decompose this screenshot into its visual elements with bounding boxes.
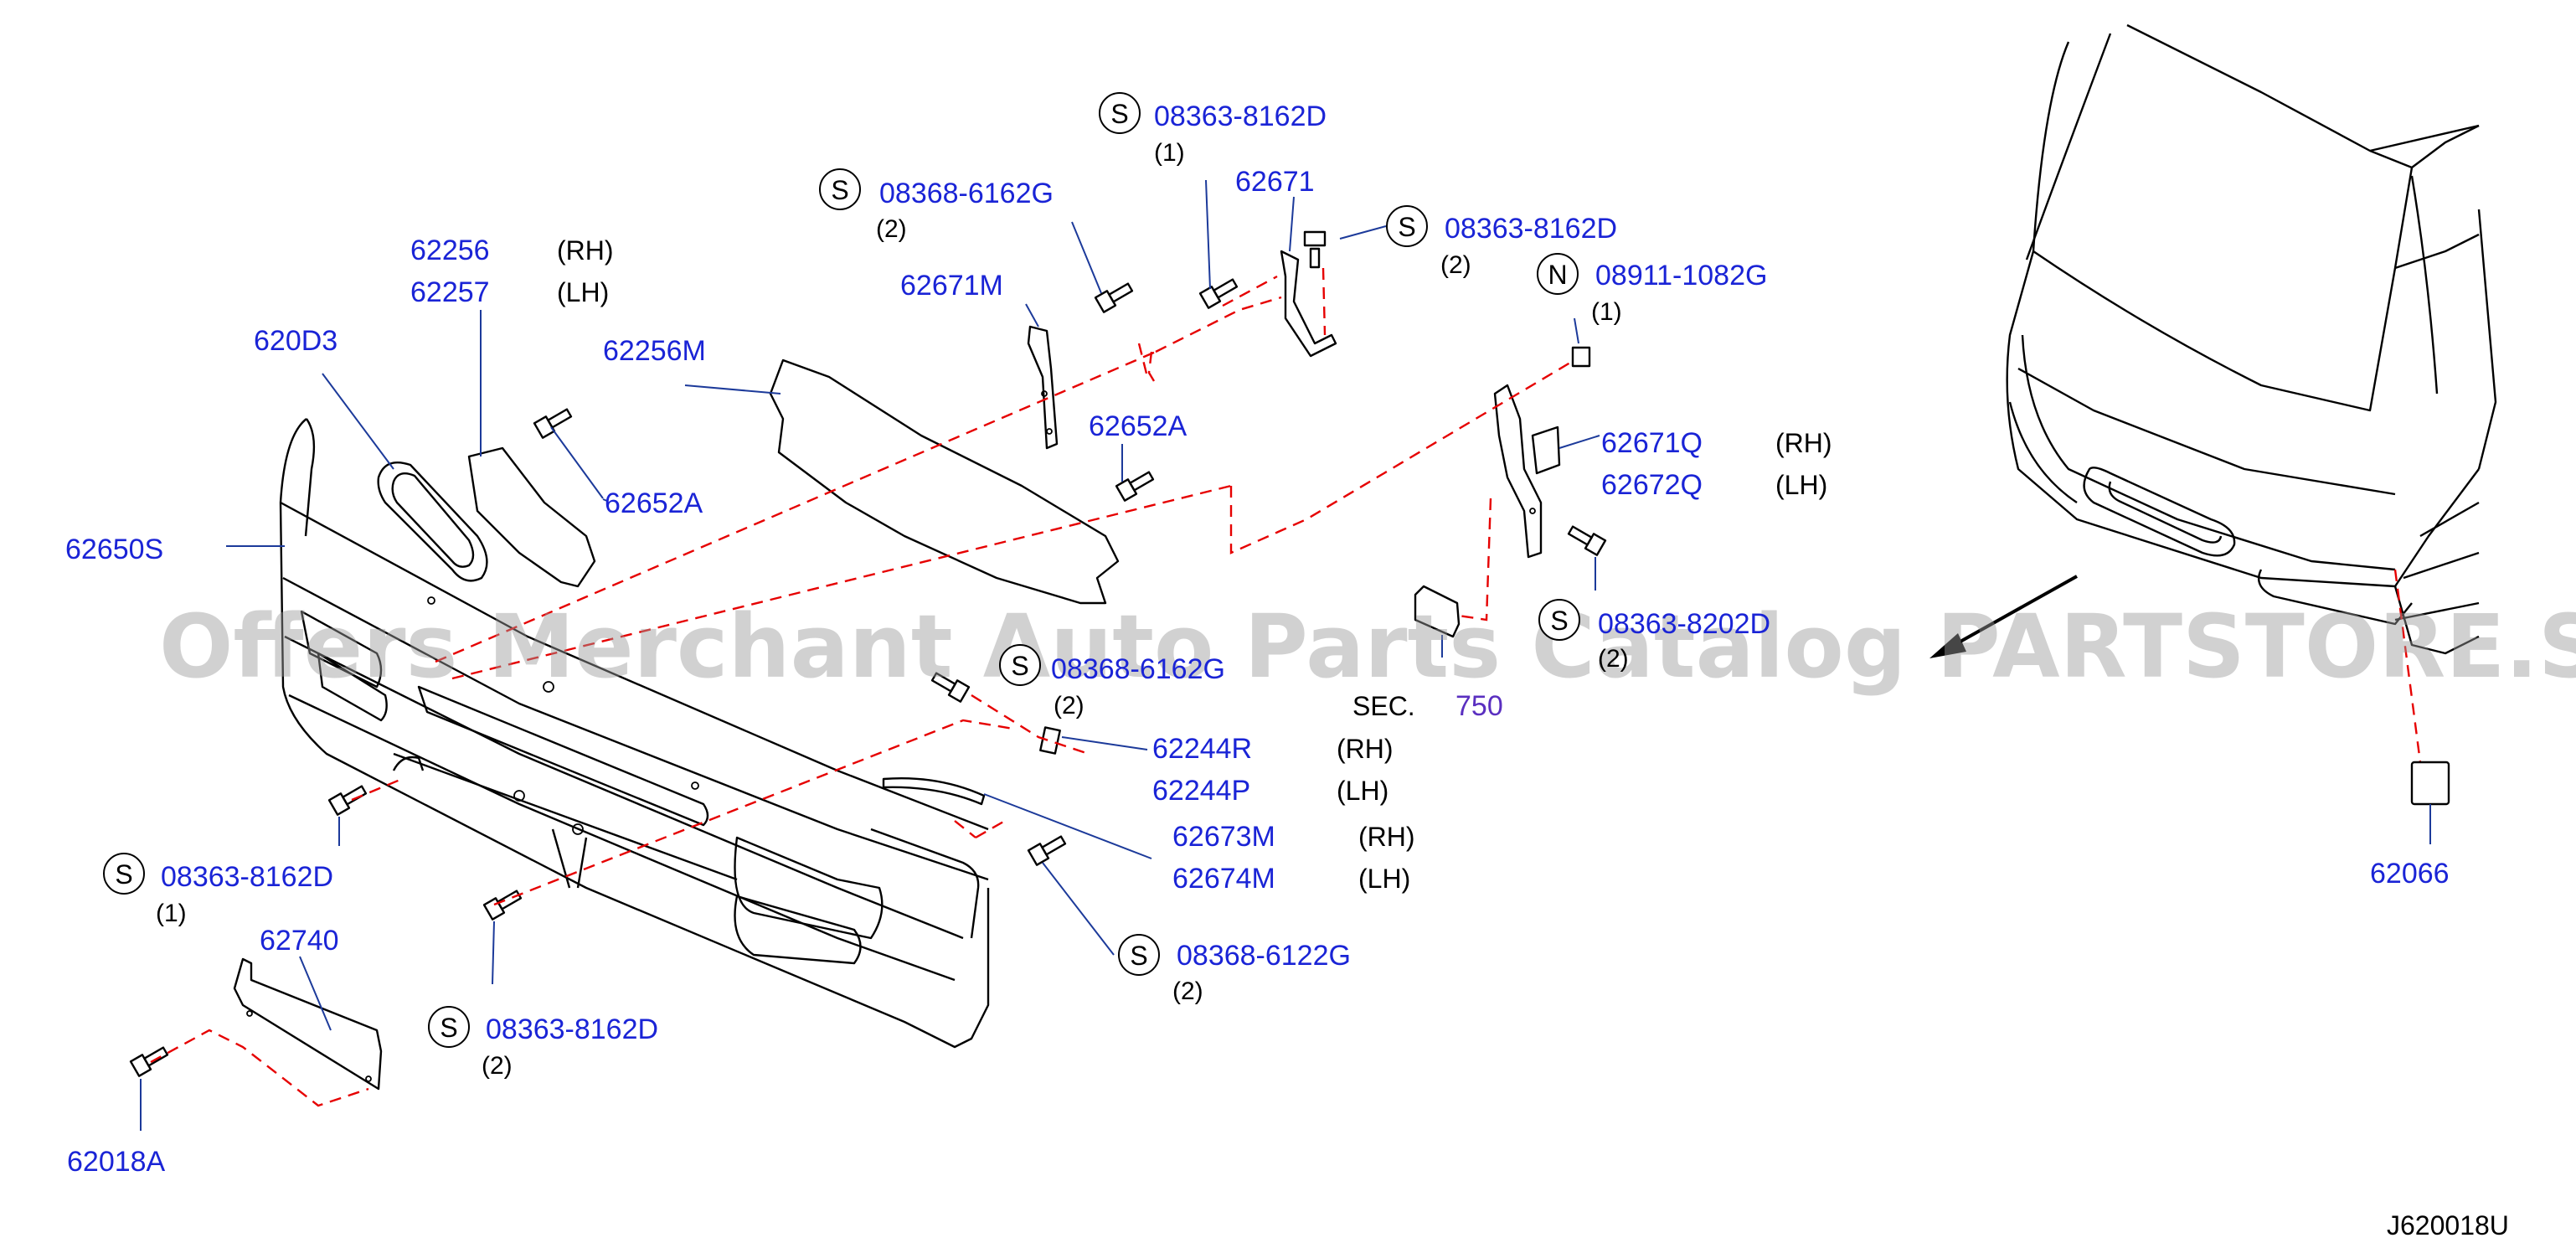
s-symbol: S [440,1013,457,1043]
label-08363-8162D-left[interactable]: 08363-8162D [161,861,333,893]
label-62671[interactable]: 62671 [1235,166,1315,198]
label-rh: (RH) [1358,822,1415,852]
label-62740[interactable]: 62740 [260,925,339,957]
label-620D3[interactable]: 620D3 [254,325,337,357]
label-lh: (LH) [1337,776,1388,806]
s-symbol: S [1398,212,1415,242]
label-62018A[interactable]: 62018A [67,1146,166,1178]
part-labels: 62256 (RH) 62257 (LH) 620D3 62256M 62652… [65,166,2509,1240]
figure-code: J620018U [2387,1210,2509,1240]
qty-one: (1) [156,900,187,927]
sec-label: SEC. [1352,691,1415,721]
n-symbol: N [1548,260,1567,290]
part-62244R-clip [1039,726,1061,755]
label-lh: (LH) [557,277,609,307]
part-62256-mesh [467,446,596,588]
label-08368-6162G-top[interactable]: 08368-6162G [879,178,1054,209]
watermark-text: Offers Merchant Auto Parts Catalog PARTS… [159,596,2576,698]
label-62650S[interactable]: 62650S [65,534,163,565]
label-62244R[interactable]: 62244R [1152,733,1252,765]
sec-number[interactable]: 750 [1455,690,1503,722]
qty-two: (2) [1054,692,1084,719]
part-62256M-mesh [769,358,1120,605]
label-08363-8202D[interactable]: 08363-8202D [1598,608,1770,640]
label-62671Q[interactable]: 62671Q [1601,427,1703,459]
label-lh: (LH) [1358,864,1410,894]
label-62244P[interactable]: 62244P [1152,775,1250,807]
s-symbol: S [1130,941,1147,971]
qty-two: (2) [1440,251,1471,279]
label-62674M[interactable]: 62674M [1172,863,1275,895]
bracket-sec-750 [1414,585,1461,658]
label-62256M[interactable]: 62256M [603,335,706,367]
part-62671Q-bracket [1493,384,1561,559]
part-620D3-ring [377,461,488,582]
s-symbol: S [1011,651,1028,681]
leader-lines [140,179,1600,1131]
part-62671M-bracket [1027,325,1059,450]
s-symbol: S [1110,99,1128,129]
part-62671-bracket [1280,250,1337,358]
label-08368-6122G[interactable]: 08368-6122G [1177,940,1351,972]
label-62257[interactable]: 62257 [410,276,490,308]
fastener-callouts: S 08363-8162D (1) S 08368-6162G (2) S 08… [103,92,1770,1080]
label-62066[interactable]: 62066 [2370,858,2450,890]
alignment-lines [150,267,1575,1107]
label-62652A-left[interactable]: 62652A [605,487,703,519]
qty-two: (2) [876,215,907,243]
s-symbol: S [831,175,848,205]
qty-two: (2) [482,1052,513,1080]
part-62673M-trim [882,776,986,806]
label-08363-8162D-bottom[interactable]: 08363-8162D [486,1013,658,1045]
label-08368-6162G-center[interactable]: 08368-6162G [1051,653,1225,685]
label-rh: (RH) [1337,734,1394,764]
label-rh: (RH) [1775,428,1832,458]
qty-two: (2) [1172,977,1203,1005]
label-62652A-center[interactable]: 62652A [1089,410,1188,442]
bolt-icons [129,230,1607,1077]
part-62740-plate [233,957,383,1091]
label-08911-1082G[interactable]: 08911-1082G [1595,260,1767,291]
qty-two: (2) [1598,645,1629,673]
part-62066-plate [2393,569,2450,844]
direction-arrow [1929,575,2078,658]
s-symbol: S [115,859,132,890]
label-62671M[interactable]: 62671M [900,270,1003,302]
label-rh: (RH) [557,235,614,266]
qty-one: (1) [1591,298,1622,326]
label-62672Q[interactable]: 62672Q [1601,469,1703,501]
label-lh: (LH) [1775,470,1827,500]
label-08363-8162D-right[interactable]: 08363-8162D [1445,213,1617,245]
truck-cab-outline [2006,23,2497,655]
s-symbol: S [1550,606,1568,636]
label-62256[interactable]: 62256 [410,235,490,266]
front-bumper-62650S [279,418,990,1049]
label-62673M[interactable]: 62673M [1172,821,1275,853]
qty-one: (1) [1154,139,1185,167]
label-08363-8162D-top[interactable]: 08363-8162D [1154,101,1327,132]
